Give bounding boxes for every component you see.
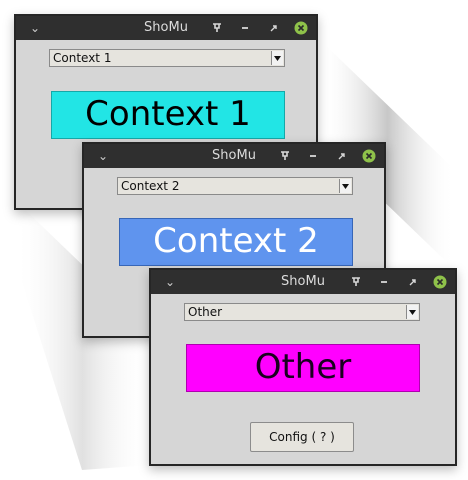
- dropdown-arrow-icon[interactable]: [339, 179, 351, 193]
- context-label: Other: [186, 344, 420, 392]
- context-select[interactable]: Other: [184, 303, 420, 321]
- close-icon[interactable]: [294, 21, 308, 35]
- titlebar: ⌄ ShoMu: [151, 270, 455, 294]
- select-value: Context 1: [53, 51, 112, 65]
- chevron-down-icon[interactable]: ⌄: [165, 275, 176, 289]
- pin-icon[interactable]: [210, 21, 224, 35]
- window-title: ShoMu: [144, 20, 188, 35]
- titlebar: ⌄ ShoMu: [84, 144, 384, 168]
- window-context-1: ⌄ ShoMu Context 1: [14, 14, 318, 210]
- minimize-icon[interactable]: [377, 275, 391, 289]
- window-title: ShoMu: [281, 274, 325, 289]
- restore-icon[interactable]: [266, 21, 280, 35]
- restore-icon[interactable]: [405, 275, 419, 289]
- close-icon[interactable]: [433, 275, 447, 289]
- minimize-icon[interactable]: [238, 21, 252, 35]
- pin-icon[interactable]: [278, 149, 292, 163]
- context-select[interactable]: Context 1: [49, 49, 285, 67]
- dropdown-arrow-icon[interactable]: [271, 51, 283, 65]
- context-select[interactable]: Context 2: [117, 177, 353, 195]
- dropdown-arrow-icon[interactable]: [406, 305, 418, 319]
- restore-icon[interactable]: [334, 149, 348, 163]
- minimize-icon[interactable]: [306, 149, 320, 163]
- context-label: Context 2: [119, 218, 353, 266]
- chevron-down-icon[interactable]: ⌄: [30, 21, 41, 35]
- context-label: Context 1: [51, 91, 285, 139]
- select-value: Context 2: [121, 179, 180, 193]
- titlebar: ⌄ ShoMu: [16, 16, 316, 40]
- window-title: ShoMu: [212, 148, 256, 163]
- select-value: Other: [188, 305, 223, 319]
- config-button[interactable]: Config ( ? ): [250, 422, 354, 452]
- pin-icon[interactable]: [349, 275, 363, 289]
- window-other: ⌄ ShoMu Other Ot: [149, 268, 457, 466]
- close-icon[interactable]: [362, 149, 376, 163]
- chevron-down-icon[interactable]: ⌄: [98, 149, 109, 163]
